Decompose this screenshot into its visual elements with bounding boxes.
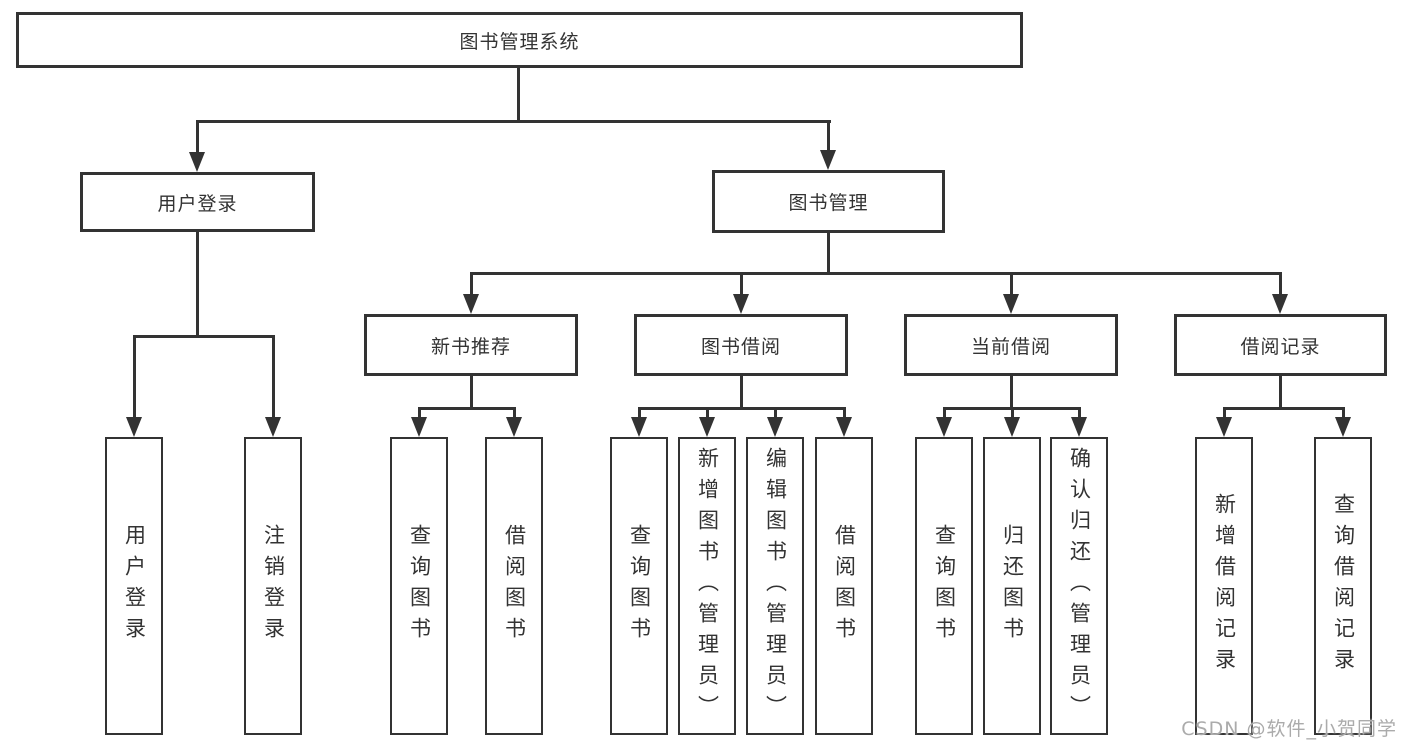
leaf-label: 查询图书	[627, 524, 652, 648]
connector-v	[1223, 407, 1226, 417]
leaf-add-borrow-record: 新增借阅记录	[1195, 437, 1253, 735]
leaf-borrow-book: 借阅图书	[815, 437, 873, 735]
leaf-confirm-return-admin: 确认归还（管理员）	[1050, 437, 1108, 735]
connector-v	[133, 335, 136, 417]
connector-v	[470, 376, 473, 407]
node-book-borrowing: 图书借阅	[634, 314, 848, 376]
arrow-down-icon	[836, 417, 852, 437]
leaf-label: 查询图书	[407, 524, 432, 648]
leaf-return-book: 归还图书	[983, 437, 1041, 735]
connector-v	[843, 407, 846, 417]
connector-v	[196, 232, 199, 335]
leaf-label: 新增图书（管理员）	[695, 446, 720, 726]
leaf-query-book: 查询图书	[915, 437, 973, 735]
arrow-down-icon	[463, 294, 479, 314]
connector-v	[1078, 407, 1081, 417]
arrow-down-icon	[265, 417, 281, 437]
arrow-down-icon	[733, 294, 749, 314]
leaf-label: 查询借阅记录	[1331, 493, 1356, 679]
leaf-add-book-admin: 新增图书（管理员）	[678, 437, 736, 735]
connector-v	[517, 68, 520, 120]
node-label: 新书推荐	[430, 335, 511, 358]
arrow-down-icon	[767, 417, 783, 437]
connector-v	[196, 120, 199, 152]
connector-v	[418, 407, 421, 417]
node-label: 图书借阅	[700, 335, 781, 358]
arrow-down-icon	[1004, 417, 1020, 437]
arrow-down-icon	[1272, 294, 1288, 314]
node-current-borrowing: 当前借阅	[904, 314, 1118, 376]
arrow-down-icon	[699, 417, 715, 437]
connector-v	[774, 407, 777, 417]
leaf-label: 确认归还（管理员）	[1067, 446, 1092, 726]
arrow-down-icon	[126, 417, 142, 437]
arrow-down-icon	[936, 417, 952, 437]
connector-v	[740, 376, 743, 407]
leaf-label: 查询图书	[932, 524, 957, 648]
node-book-management: 图书管理	[712, 170, 945, 233]
connector-v	[638, 407, 641, 417]
connector-h	[638, 407, 845, 410]
watermark: CSDN @软件_小贺同学	[1181, 718, 1397, 740]
connector-v	[1010, 272, 1013, 294]
node-borrow-records: 借阅记录	[1174, 314, 1387, 376]
connector-v	[706, 407, 709, 417]
arrow-down-icon	[820, 150, 836, 170]
leaf-query-book: 查询图书	[610, 437, 668, 735]
arrow-down-icon	[1216, 417, 1232, 437]
node-label: 图书管理系统	[459, 30, 580, 53]
node-label: 借阅记录	[1240, 335, 1321, 358]
leaf-label: 归还图书	[1000, 524, 1025, 648]
connector-h	[196, 120, 831, 123]
arrow-down-icon	[1003, 294, 1019, 314]
leaf-label: 注销登录	[261, 524, 286, 648]
connector-h	[418, 407, 515, 410]
arrow-down-icon	[411, 417, 427, 437]
connector-v	[272, 335, 275, 417]
connector-v	[943, 407, 946, 417]
node-library-management-system: 图书管理系统	[16, 12, 1023, 68]
connector-v	[513, 407, 516, 417]
leaf-label: 借阅图书	[502, 524, 527, 648]
leaf-query-book: 查询图书	[390, 437, 448, 735]
arrow-down-icon	[506, 417, 522, 437]
leaf-logout: 注销登录	[244, 437, 302, 735]
leaf-borrow-book: 借阅图书	[485, 437, 543, 735]
node-new-book-recommend: 新书推荐	[364, 314, 578, 376]
connector-h	[470, 272, 1281, 275]
connector-v	[470, 272, 473, 294]
connector-h	[1223, 407, 1344, 410]
arrow-down-icon	[1335, 417, 1351, 437]
arrow-down-icon	[631, 417, 647, 437]
leaf-label: 借阅图书	[832, 524, 857, 648]
connector-h	[133, 335, 274, 338]
connector-v	[827, 120, 830, 150]
leaf-label: 编辑图书（管理员）	[763, 446, 788, 726]
node-user-login: 用户登录	[80, 172, 315, 232]
leaf-user-login: 用户登录	[105, 437, 163, 735]
leaf-query-borrow-record: 查询借阅记录	[1314, 437, 1372, 735]
connector-v	[740, 272, 743, 294]
connector-v	[1279, 272, 1282, 294]
node-label: 用户登录	[157, 192, 238, 215]
node-label: 当前借阅	[970, 335, 1051, 358]
connector-v	[1010, 376, 1013, 407]
connector-v	[827, 233, 830, 272]
leaf-label: 用户登录	[122, 524, 147, 648]
connector-v	[1011, 407, 1014, 417]
connector-v	[1279, 376, 1282, 407]
arrow-down-icon	[189, 152, 205, 172]
leaf-label: 新增借阅记录	[1212, 493, 1237, 679]
connector-v	[1342, 407, 1345, 417]
node-label: 图书管理	[788, 192, 869, 214]
leaf-edit-book-admin: 编辑图书（管理员）	[746, 437, 804, 735]
arrow-down-icon	[1071, 417, 1087, 437]
